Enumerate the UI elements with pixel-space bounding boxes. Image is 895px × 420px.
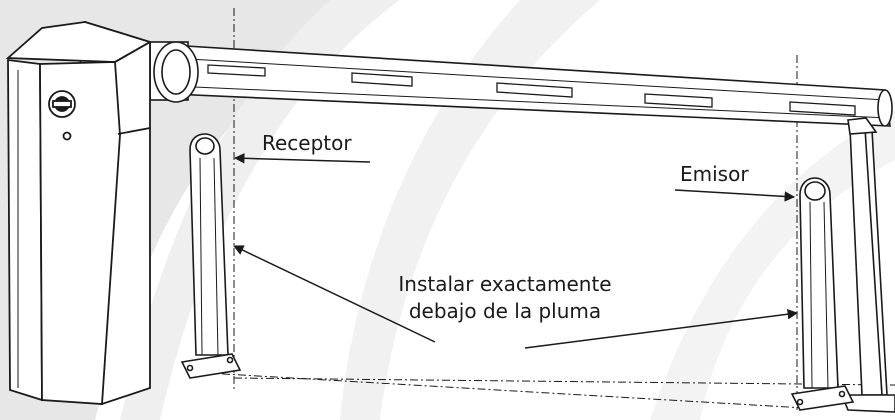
anchor-bolt-icon bbox=[796, 398, 804, 406]
key-lock-icon bbox=[48, 90, 76, 118]
screw-icon bbox=[62, 131, 72, 141]
anchor-bolt-icon bbox=[838, 390, 846, 398]
receptor-post bbox=[180, 133, 242, 379]
barrier-cabinet bbox=[5, 20, 153, 405]
anchor-bolt-icon bbox=[186, 364, 194, 372]
receptor-label: Receptor bbox=[262, 131, 352, 155]
receptor-arrow bbox=[233, 153, 371, 164]
emisor-label: Emisor bbox=[680, 162, 749, 186]
arm-support-post bbox=[840, 117, 895, 413]
install-arrow-right bbox=[524, 308, 799, 349]
annotation-arrows bbox=[233, 153, 799, 349]
emisor-post bbox=[790, 177, 855, 411]
install-note-line1: Instalar exactamente bbox=[398, 272, 611, 296]
barrier-arm bbox=[169, 44, 893, 127]
reflector-strips bbox=[207, 64, 856, 116]
install-note-line2: debajo de la pluma bbox=[409, 299, 601, 323]
anchor-bolt-icon bbox=[226, 356, 234, 364]
arm-hub bbox=[149, 41, 199, 103]
install-arrow-left bbox=[233, 245, 436, 343]
emisor-arrow bbox=[674, 189, 796, 202]
